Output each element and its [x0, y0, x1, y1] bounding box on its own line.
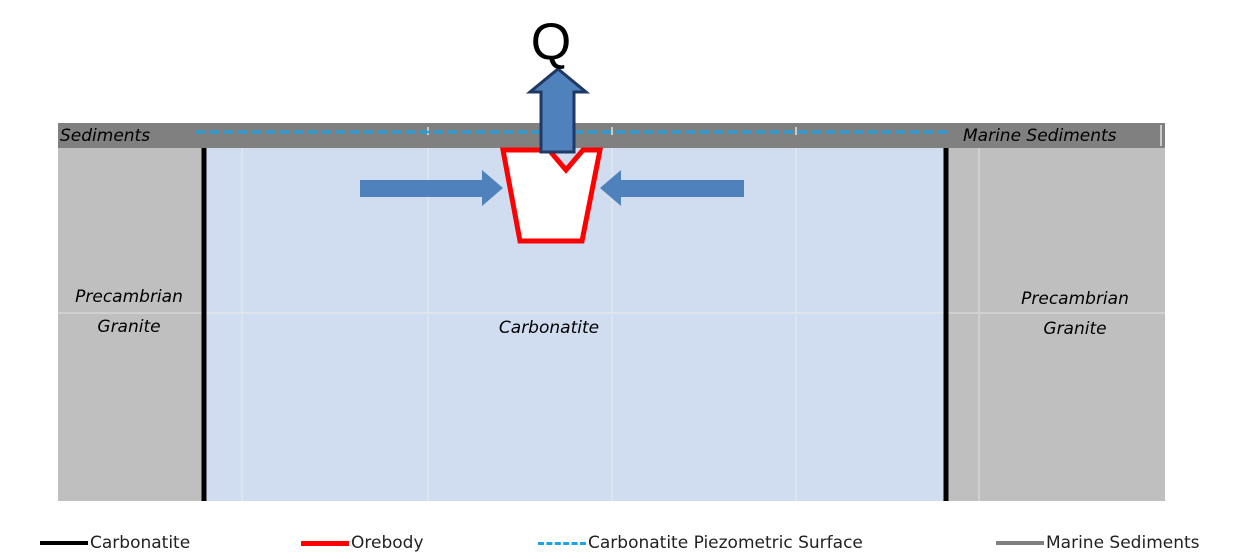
q-label: Q: [531, 13, 571, 71]
legend-label-carbonatite: Carbonatite: [90, 533, 191, 553]
inflow-arrow-right: [600, 170, 744, 206]
orebody: [499, 147, 604, 244]
granite-left-label-line2: Granite: [97, 317, 160, 337]
legend-label-orebody: Orebody: [351, 533, 424, 553]
legend: Carbonatite Orebody Carbonatite Piezomet…: [0, 528, 1234, 558]
legend-swatch-carbonatite: [40, 541, 88, 545]
legend-swatch-orebody: [301, 540, 349, 546]
granite-left-label-line1: Precambrian: [75, 287, 183, 307]
inflow-arrow-left: [360, 170, 503, 206]
grid-lines: [204, 148, 947, 501]
legend-item-carbonatite: Carbonatite: [40, 528, 190, 558]
pumping-arrow-up: [525, 67, 591, 154]
legend-item-marine-sediments: Marine Sediments: [996, 528, 1200, 558]
legend-swatch-piezometric-surface: [538, 541, 586, 545]
sediments-right-label: Marine Sediments: [963, 126, 1117, 146]
granite-grid-lines: [58, 148, 1165, 501]
legend-label-marine-sediments: Marine Sediments: [1046, 533, 1200, 553]
legend-item-orebody: Orebody: [301, 528, 424, 558]
granite-left-block: [58, 148, 204, 501]
granite-right-label-line1: Precambrian: [1021, 289, 1129, 309]
granite-right-label-line2: Granite: [1043, 319, 1106, 339]
sediments-left-label: Sediments: [60, 126, 150, 146]
granite-right-block: [947, 148, 1165, 501]
legend-label-piezometric-surface: Carbonatite Piezometric Surface: [588, 533, 863, 553]
legend-swatch-marine-sediments: [996, 541, 1044, 545]
legend-item-piezometric-surface: Carbonatite Piezometric Surface: [538, 528, 863, 558]
carbonatite-label: Carbonatite: [499, 318, 599, 338]
